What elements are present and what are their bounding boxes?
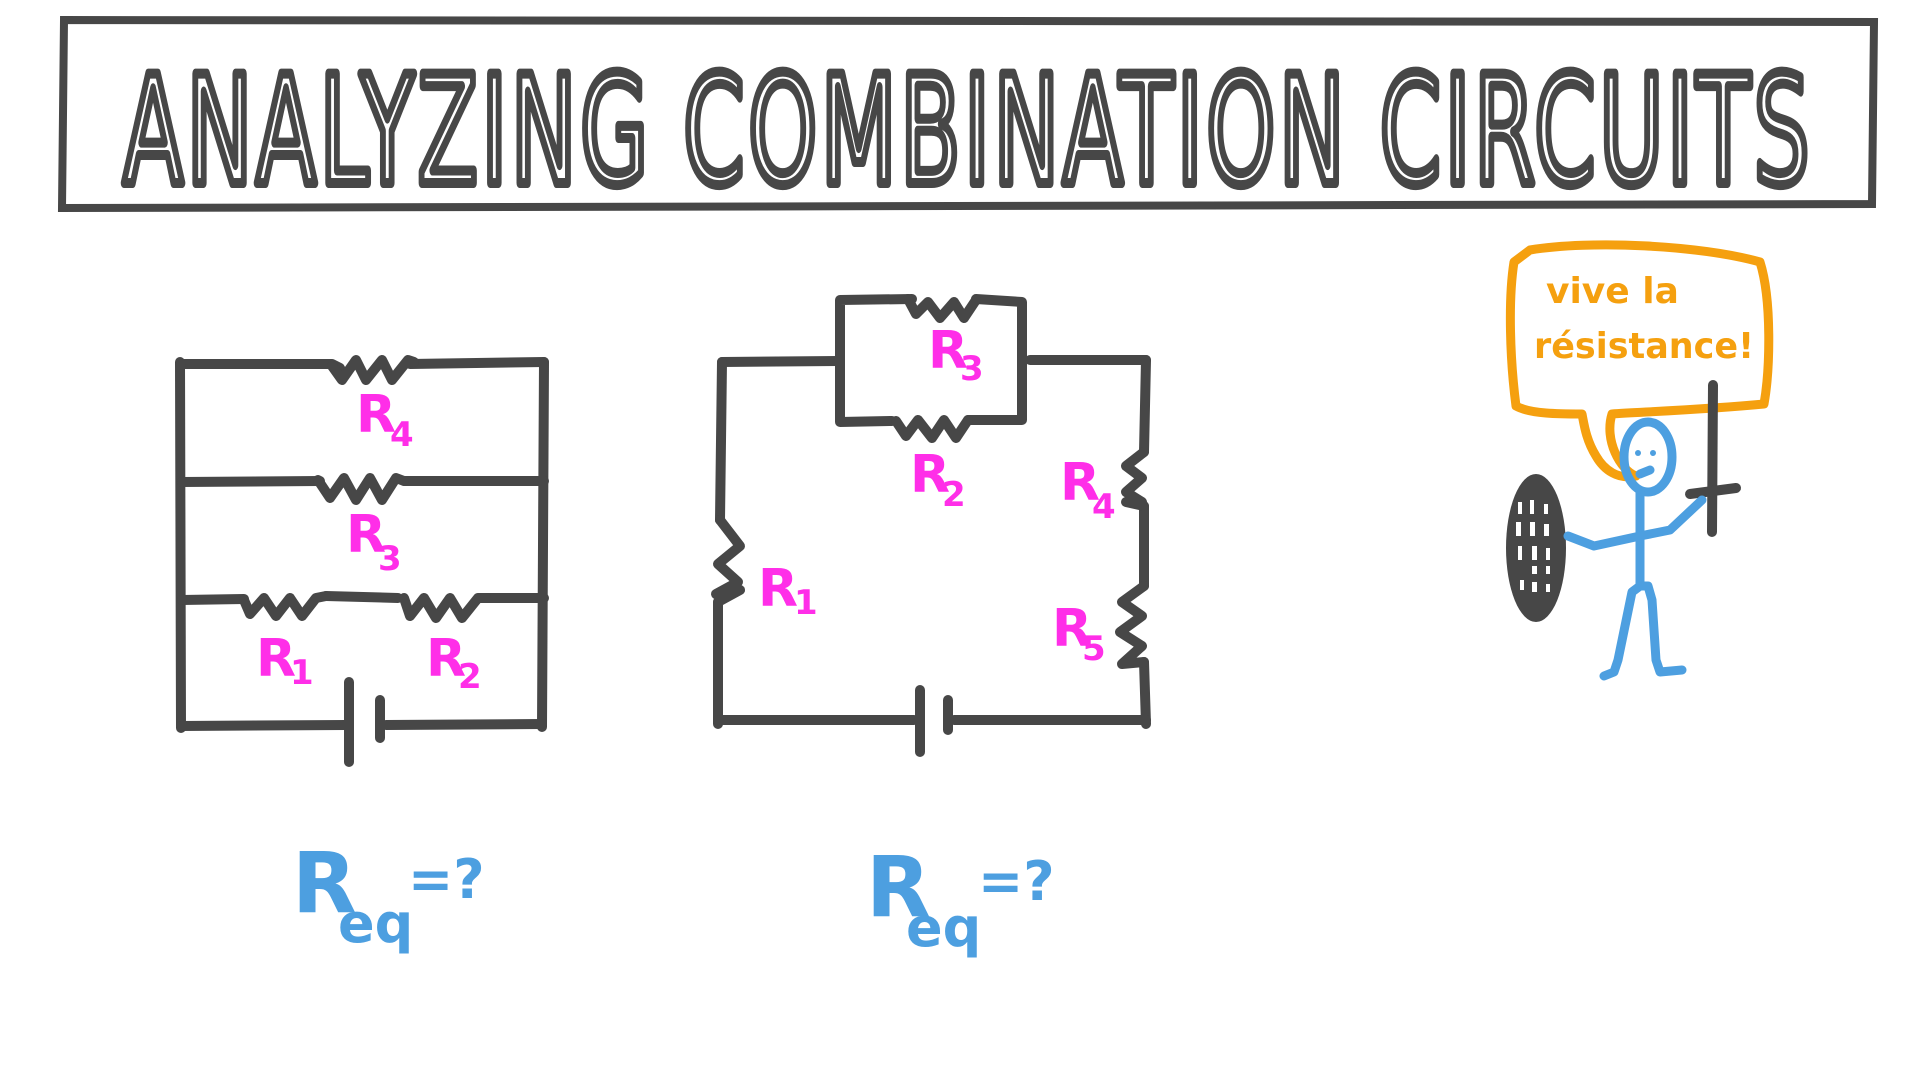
resistor-r1-symbol-c2 [711, 515, 745, 607]
svg-text:R: R [910, 445, 950, 505]
svg-text:5: 5 [1082, 629, 1106, 669]
svg-text:4: 4 [390, 415, 414, 455]
equation-req-1: R eq =? [292, 834, 485, 955]
svg-text:R: R [928, 321, 968, 381]
svg-text:=?: =? [408, 848, 485, 911]
resistor-r3-symbol [313, 473, 409, 505]
svg-text:3: 3 [378, 539, 402, 579]
title-banner: ANALYZING COMBINATION CIRCUITS [57, 15, 1879, 224]
resistor-r4-symbol [327, 355, 419, 385]
svg-text:2: 2 [942, 475, 966, 515]
circuit-2: R 3 R 2 R 1 R 4 R 5 R eq =? [711, 294, 1151, 959]
page-title: ANALYZING COMBINATION CIRCUITS [123, 45, 1813, 219]
svg-text:R: R [426, 629, 466, 689]
label-r2-c2: R 2 [910, 445, 966, 515]
speech-text-line-2: résistance! [1534, 326, 1754, 367]
svg-text:R: R [758, 559, 798, 619]
figure-legs [1599, 581, 1687, 681]
equation-req-2: R eq =? [866, 838, 1055, 959]
stick-figure [1563, 417, 1707, 681]
resistor-r3-symbol-c2 [903, 294, 981, 323]
svg-text:R: R [1052, 599, 1092, 659]
speech-text-line-1: vive la [1546, 271, 1679, 312]
svg-text:R: R [346, 505, 386, 565]
label-r3: R 3 [346, 505, 402, 579]
resistor-r2-symbol-c2 [891, 415, 973, 443]
resistor-r4-symbol-c2 [1121, 447, 1149, 511]
svg-text:1: 1 [794, 583, 818, 623]
label-r4: R 4 [356, 385, 414, 455]
resistor-r5-symbol-c2 [1115, 581, 1149, 669]
resistor-r2-symbol [399, 593, 491, 623]
svg-text:R: R [256, 629, 296, 689]
svg-text:R: R [356, 385, 396, 445]
shield-icon [1506, 474, 1566, 622]
svg-text:2: 2 [458, 657, 482, 697]
sword-icon [1685, 380, 1741, 537]
svg-text:eq: eq [906, 896, 981, 959]
svg-text:R: R [1060, 453, 1100, 513]
label-r3-c2: R 3 [928, 321, 984, 389]
svg-text:eq: eq [338, 892, 413, 955]
label-r4-c2: R 4 [1060, 453, 1116, 527]
circuit-2-left-rail [713, 357, 727, 729]
svg-text:4: 4 [1092, 487, 1116, 527]
circuit-1: R 4 R 3 R 1 R 2 R eq =? [175, 355, 549, 955]
circuit-1-wire-low [177, 591, 549, 605]
circuit-2-parallel-frame [835, 294, 1027, 427]
circuit-2-wire-top-left [717, 356, 843, 367]
svg-text:=?: =? [978, 850, 1055, 913]
circuit-1-right-rail [537, 357, 549, 732]
svg-text:1: 1 [290, 653, 314, 693]
figure-head [1619, 417, 1677, 497]
circuit-1-wire-mid [177, 476, 549, 487]
label-r5-c2: R 5 [1052, 599, 1106, 669]
label-r1: R 1 [256, 629, 314, 693]
circuit-2-right-rail [1139, 355, 1151, 729]
label-r2: R 2 [426, 629, 482, 697]
svg-text:R: R [292, 834, 357, 932]
figure-arms [1563, 495, 1707, 551]
title-frame [57, 15, 1879, 213]
resistor-r1-symbol [239, 591, 331, 621]
label-r1-c2: R 1 [758, 559, 818, 623]
svg-text:R: R [866, 838, 931, 936]
svg-text:3: 3 [960, 349, 984, 389]
circuit-1-wire-bottom [176, 719, 547, 731]
speech-bubble [1505, 240, 1774, 482]
character-illustration: vive la résistance! [1505, 240, 1774, 681]
circuit-1-left-rail [175, 357, 186, 733]
